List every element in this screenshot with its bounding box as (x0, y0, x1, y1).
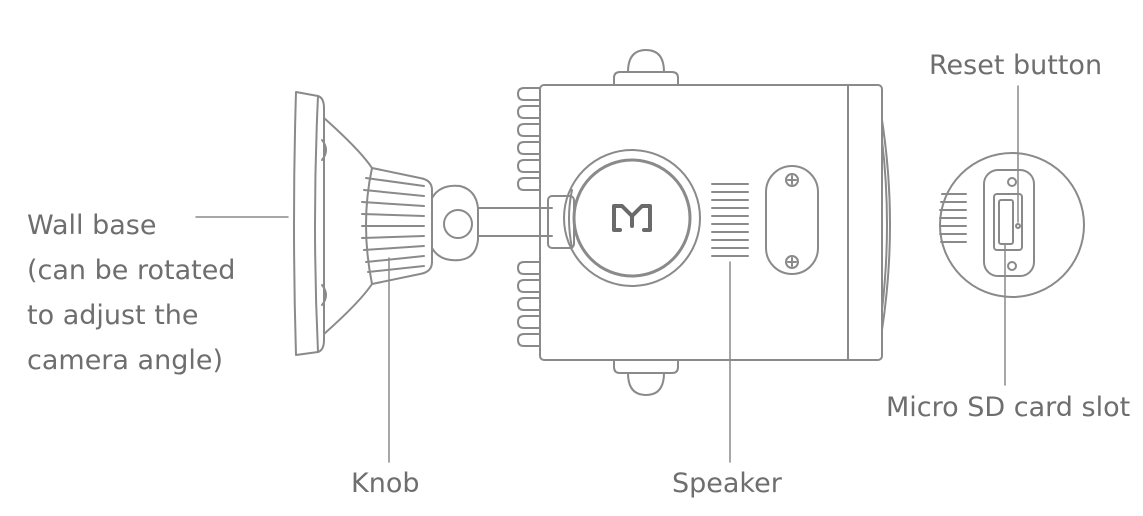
micro-sd-label: Micro SD card slot (886, 392, 1131, 423)
knob-label: Knob (351, 468, 420, 499)
lens-disc (563, 149, 701, 287)
speaker-grille (711, 183, 749, 257)
mount-arm (477, 195, 575, 249)
screw-panel (765, 165, 819, 275)
heat-sink-fins (517, 87, 541, 347)
detail-circle (939, 152, 1085, 298)
camera-body (539, 84, 891, 361)
speaker-label: Speaker (672, 468, 782, 499)
leader-lines (195, 85, 1019, 463)
body-clips (613, 49, 679, 396)
wall-base-line-1: Wall base (27, 210, 157, 241)
reset-button-label: Reset button (929, 50, 1103, 81)
wall-base-neck (323, 117, 433, 335)
wall-base-line-4: camera angle) (27, 345, 223, 376)
wall-base-plate (293, 91, 327, 356)
wall-base-line-2: (can be rotated (27, 255, 236, 286)
wall-base-label: Wall base (can be rotated to adjust the … (27, 203, 235, 383)
knob-shape (431, 184, 479, 262)
wall-base-line-3: to adjust the (27, 300, 199, 331)
